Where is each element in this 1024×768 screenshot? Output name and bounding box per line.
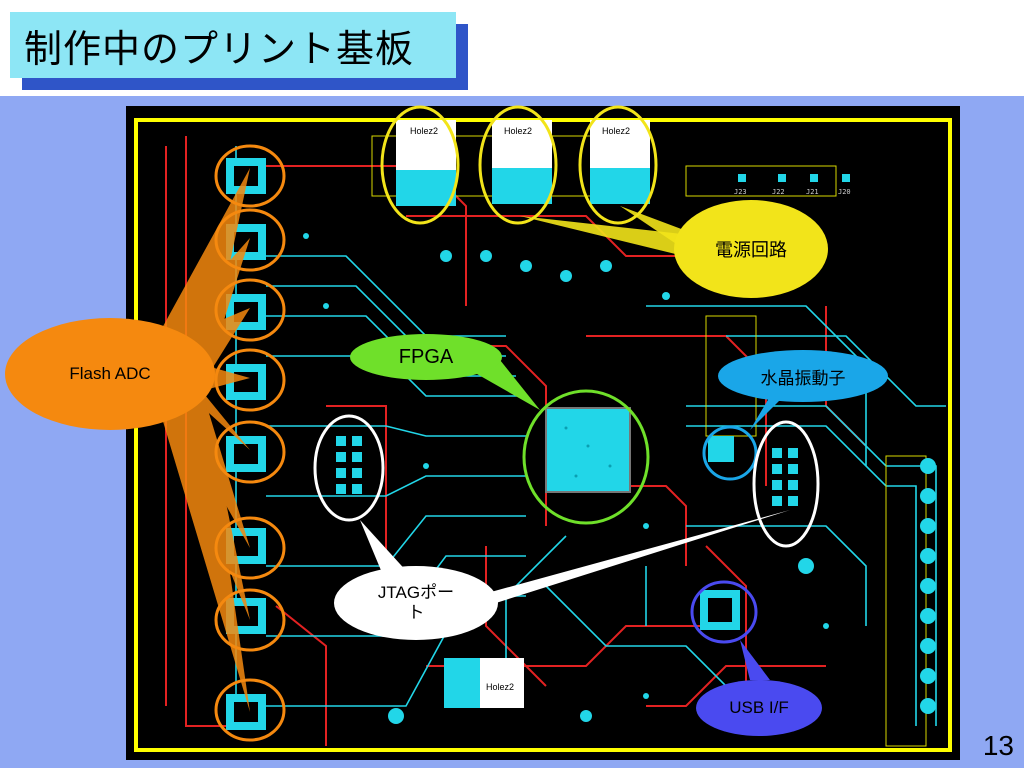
- callout-crystal: 水晶振動子: [718, 350, 888, 402]
- connector-label-j21: J21: [806, 188, 819, 196]
- power-ic-1-label: Holez2: [410, 126, 438, 136]
- callout-flash-adc: Flash ADC: [5, 318, 215, 430]
- page-title: 制作中のプリント基板: [10, 12, 456, 78]
- power-ic-3-label: Holez2: [602, 126, 630, 136]
- title-block: 制作中のプリント基板: [10, 12, 470, 92]
- callout-usb-label: USB I/F: [729, 698, 789, 717]
- connector-label-j23: J23: [734, 188, 747, 196]
- callout-power-label: 電源回路: [715, 240, 787, 260]
- pcb-image: Holez2 Holez2 Holez2 Holez2 J23 J22 J21 …: [126, 106, 960, 760]
- callout-power: 電源回路: [674, 200, 828, 298]
- callout-fpga-label: FPGA: [398, 345, 454, 368]
- callout-jtag: JTAGポート: [334, 566, 498, 640]
- callout-crystal-label: 水晶振動子: [760, 368, 846, 388]
- callout-flash-adc-label: Flash ADC: [69, 364, 151, 383]
- connector-label-j22: J22: [772, 188, 785, 196]
- callout-usb: USB I/F: [696, 680, 822, 736]
- callout-jtag-label: JTAGポート: [377, 582, 455, 622]
- power-ic-2-label: Holez2: [504, 126, 532, 136]
- callout-fpga: FPGA: [350, 334, 502, 380]
- connector-label-j20: J20: [838, 188, 851, 196]
- page-number: 13: [982, 730, 1014, 761]
- power-pointer: [520, 216, 700, 260]
- power-ic-4-label: Holez2: [486, 682, 514, 692]
